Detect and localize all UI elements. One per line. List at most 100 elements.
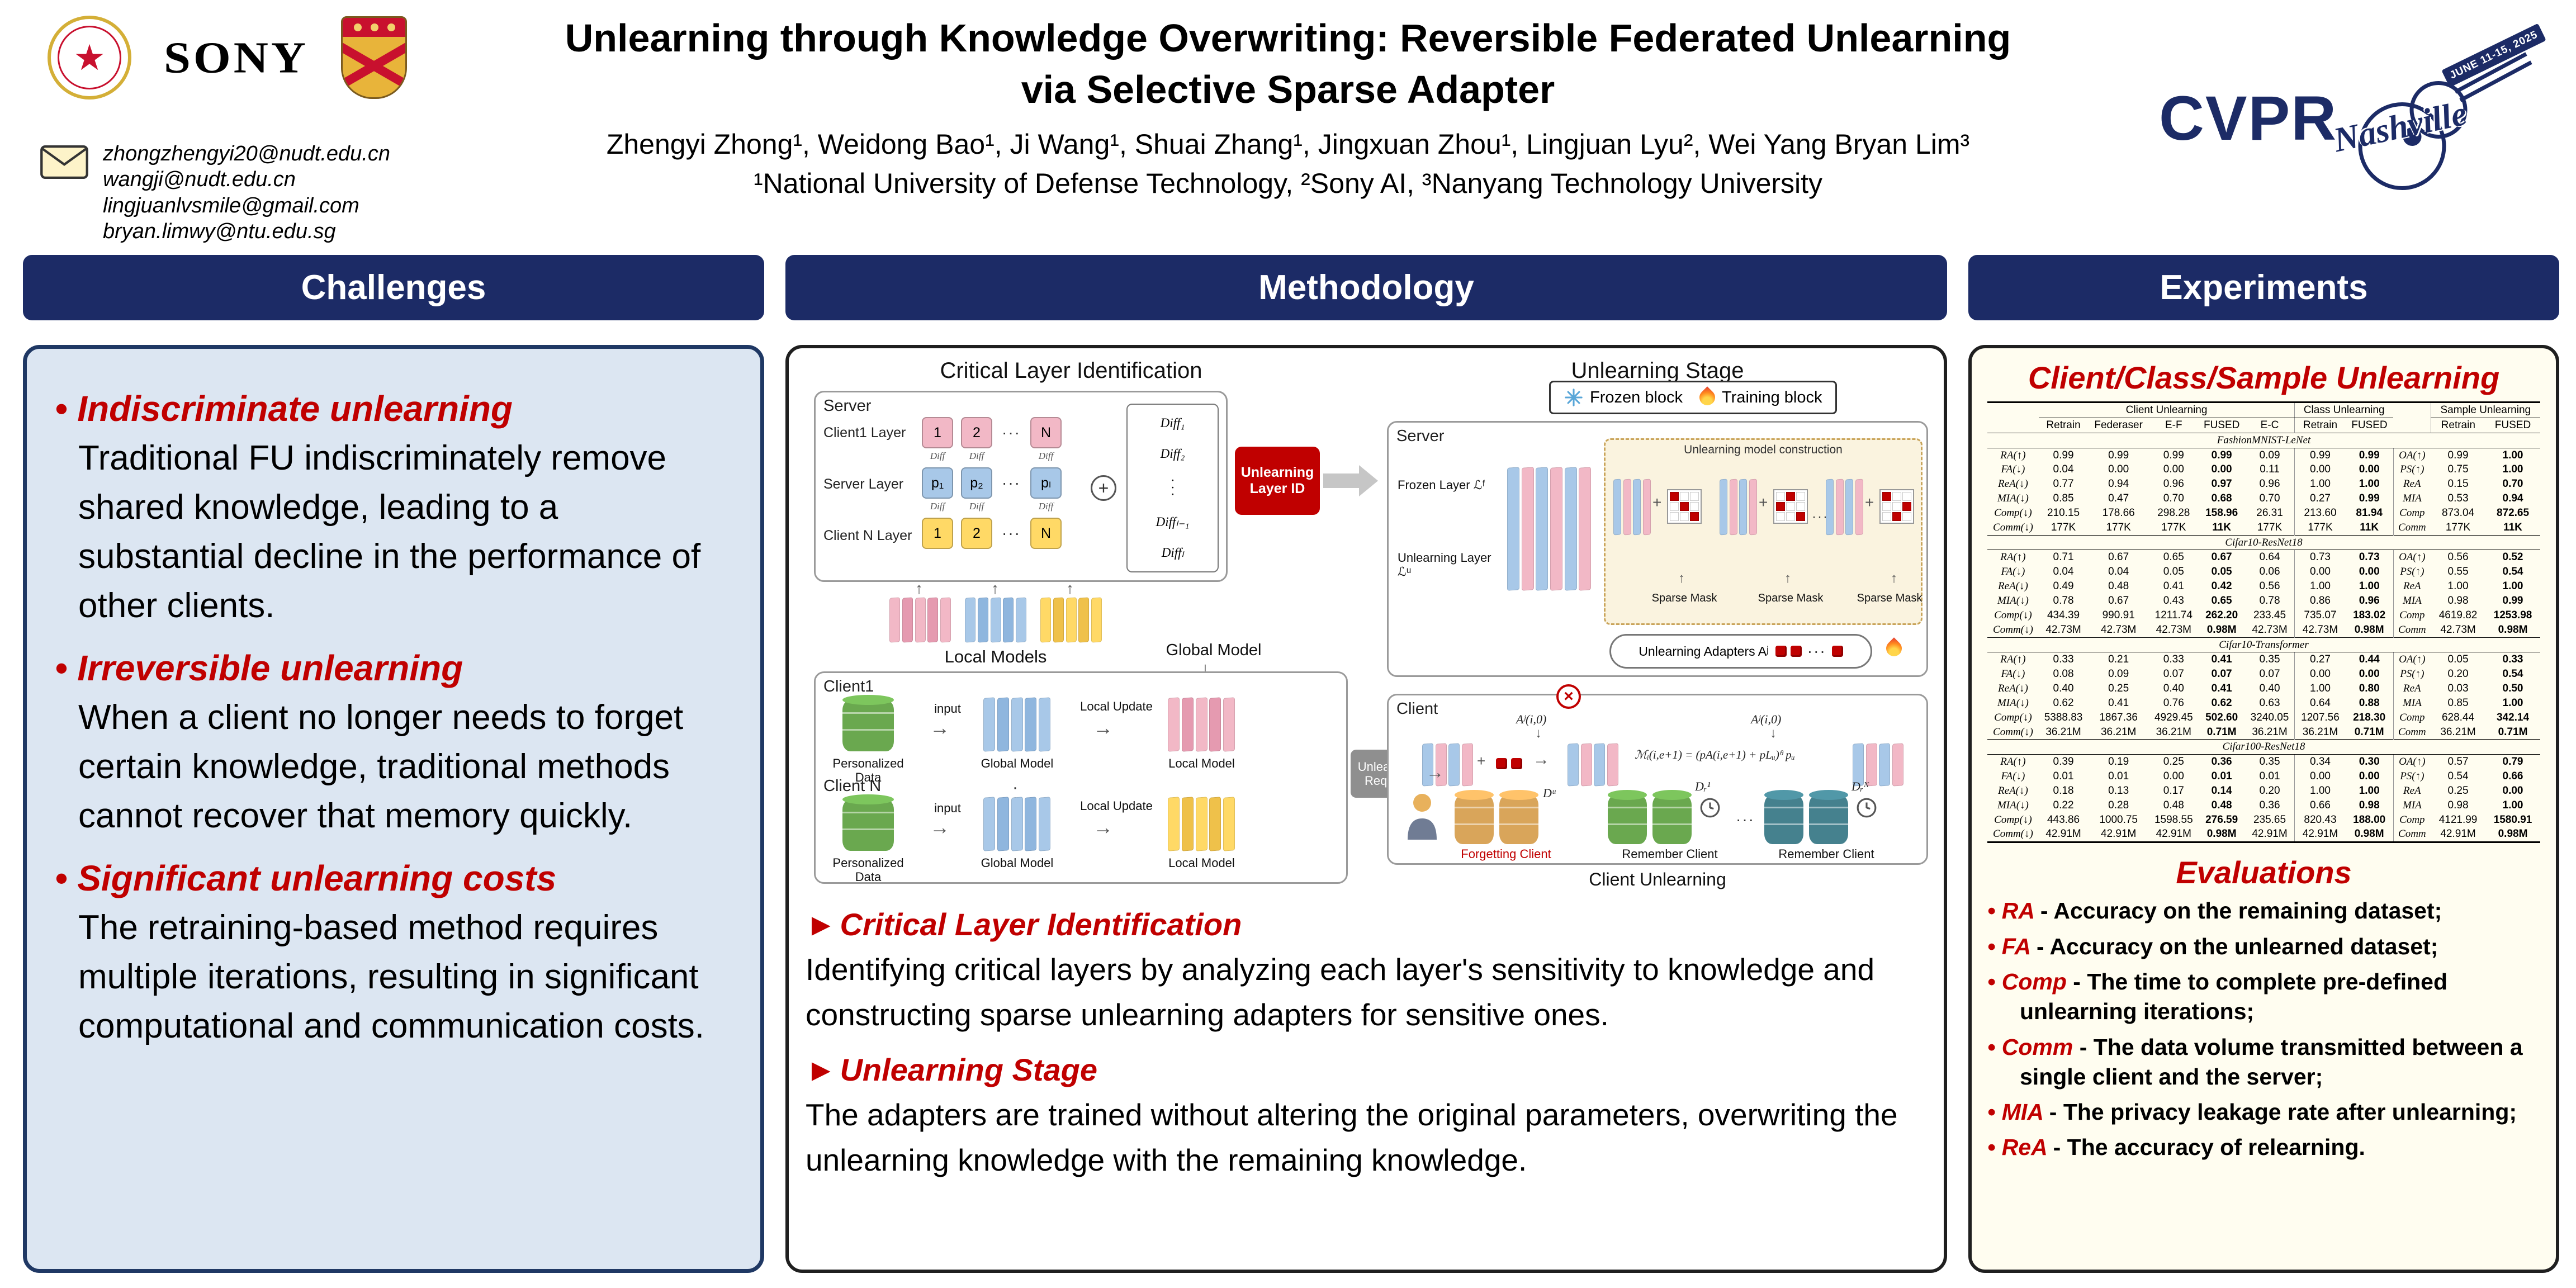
value-cell: 0.67 bbox=[2108, 551, 2129, 564]
metric-cell: Comm bbox=[2393, 520, 2431, 536]
plus-icon: + bbox=[1759, 494, 1768, 511]
spacer bbox=[1000, 501, 1022, 512]
value-cell: 0.40 bbox=[2163, 683, 2184, 695]
guitar-icon: Nashville JUNE 11-15, 2025 bbox=[2331, 23, 2546, 195]
challenge-term-text: Irreversible unlearning bbox=[77, 648, 463, 689]
mask-cell bbox=[1892, 492, 1901, 501]
mask-cell bbox=[1680, 492, 1689, 501]
value-cell: 0.68 bbox=[2211, 493, 2232, 505]
methodology-diagram: Critical Layer Identification Unlearning… bbox=[806, 358, 1928, 893]
mask-cell bbox=[1892, 502, 1901, 511]
model-layer-bar bbox=[1209, 697, 1221, 752]
candidate-model-stack bbox=[1826, 479, 1863, 536]
value-cell: 0.07 bbox=[2211, 668, 2232, 680]
evaluation-item: • Comp - The time to complete pre-define… bbox=[1987, 967, 2540, 1027]
value-cell: 0.36 bbox=[2211, 756, 2232, 768]
value-cell: 0.34 bbox=[2294, 754, 2346, 770]
model-layer-bar bbox=[1053, 597, 1064, 643]
value-cell: 0.71M bbox=[2206, 726, 2237, 738]
model-layer-bar bbox=[1845, 479, 1853, 536]
local-model-stack bbox=[889, 597, 951, 643]
model-layer-bar bbox=[1016, 597, 1026, 643]
arrow-up-icon: ↑ bbox=[1678, 571, 1685, 586]
dataset-name: Cifar10-ResNet18 bbox=[1987, 534, 2540, 551]
client1-label: Client1 bbox=[823, 678, 874, 695]
diff-value: Diffₗ bbox=[1161, 545, 1184, 560]
metric-cell: FA(↓) bbox=[2001, 668, 2025, 680]
table-header-cell: E-F bbox=[2165, 419, 2182, 431]
model-layer-bar bbox=[990, 597, 1001, 643]
star-icon: ★ bbox=[73, 37, 106, 78]
metric-cell: Comm(↓) bbox=[1993, 623, 2033, 636]
value-cell: 0.62 bbox=[2053, 697, 2074, 709]
evaluation-item: • ReA - The accuracy of relearning. bbox=[1987, 1133, 2540, 1162]
candidate-model-stack bbox=[1720, 479, 1756, 536]
flame-icon bbox=[1696, 386, 1718, 409]
metric-cell: ReA(↓) bbox=[1998, 683, 2028, 695]
evaluation-item: • MIA - The privacy leakage rate after u… bbox=[1987, 1097, 2540, 1127]
model-layer-bar bbox=[1448, 743, 1460, 787]
value-cell: 0.42 bbox=[2211, 580, 2232, 593]
ellipsis-icon: ··· bbox=[1002, 424, 1021, 441]
bullet-icon: • bbox=[1987, 1099, 2002, 1125]
metric-cell: Comp bbox=[2393, 505, 2431, 520]
value-cell: 0.41 bbox=[2211, 654, 2232, 666]
value-cell: 0.85 bbox=[2447, 697, 2469, 709]
layer-chip: pₗ bbox=[1030, 467, 1062, 499]
model-layer-bar bbox=[965, 597, 976, 643]
value-cell: 0.11 bbox=[2260, 463, 2280, 476]
diagram-legend: Frozen block Training block bbox=[1549, 381, 1838, 414]
arrow-bullet-icon: ► bbox=[806, 1052, 837, 1087]
value-cell: 42.73M bbox=[2252, 623, 2288, 636]
evaluation-desc: - The time to complete pre-defined unlea… bbox=[2020, 968, 2448, 1025]
model-layer-bar bbox=[1564, 467, 1577, 591]
metric-cell: Comp(↓) bbox=[1994, 711, 2032, 723]
evaluation-item: • FA - Accuracy on the unlearned dataset… bbox=[1987, 932, 2540, 962]
value-cell: 0.94 bbox=[2502, 493, 2523, 505]
value-cell: 0.00 bbox=[2359, 463, 2380, 476]
model-layer-bar bbox=[1536, 467, 1549, 591]
authors: Zhengyi Zhong¹, Weidong Bao¹, Ji Wang¹, … bbox=[606, 128, 1970, 160]
value-cell: 0.98M bbox=[2206, 623, 2237, 636]
value-cell: 502.60 bbox=[2205, 711, 2238, 723]
sony-logo: SONY bbox=[164, 32, 309, 83]
affiliations: ¹National University of Defense Technolo… bbox=[753, 167, 1823, 199]
sparse-mask-label: Sparse Mask bbox=[1857, 592, 1922, 604]
client1-layer-label: Client1 Layer bbox=[823, 425, 906, 441]
value-cell: 0.22 bbox=[2053, 799, 2074, 811]
experiments-header: Experiments bbox=[1968, 255, 2559, 320]
training-legend-item: Training block bbox=[1696, 386, 1822, 409]
value-cell: 1.00 bbox=[2447, 580, 2469, 593]
value-cell: 4619.82 bbox=[2438, 609, 2478, 621]
flow-arrow bbox=[1323, 465, 1378, 496]
value-cell: 0.19 bbox=[2108, 756, 2129, 768]
value-cell: 0.40 bbox=[2259, 683, 2280, 695]
evaluation-term: MIA bbox=[2001, 1099, 2049, 1125]
value-cell: 36.21M bbox=[2156, 726, 2191, 738]
value-cell: 0.40 bbox=[2053, 683, 2074, 695]
arrow-right-icon: → bbox=[930, 816, 950, 839]
metric-cell: FA(↓) bbox=[2001, 770, 2025, 783]
email-address: lingjuanlvsmile@gmail.com bbox=[103, 193, 359, 217]
value-cell: 0.71M bbox=[2498, 726, 2528, 738]
personalized-data-db bbox=[842, 799, 894, 851]
diff-value: Diff₂ bbox=[1160, 447, 1185, 461]
model-layer-bar bbox=[1168, 697, 1180, 752]
model-layer-bar bbox=[1040, 597, 1051, 643]
arrow-bullet-icon: ► bbox=[806, 907, 837, 942]
metric-cell: MIA(↓) bbox=[1997, 594, 2029, 607]
model-layer-bar bbox=[1739, 479, 1747, 536]
ntu-crest bbox=[340, 16, 407, 99]
